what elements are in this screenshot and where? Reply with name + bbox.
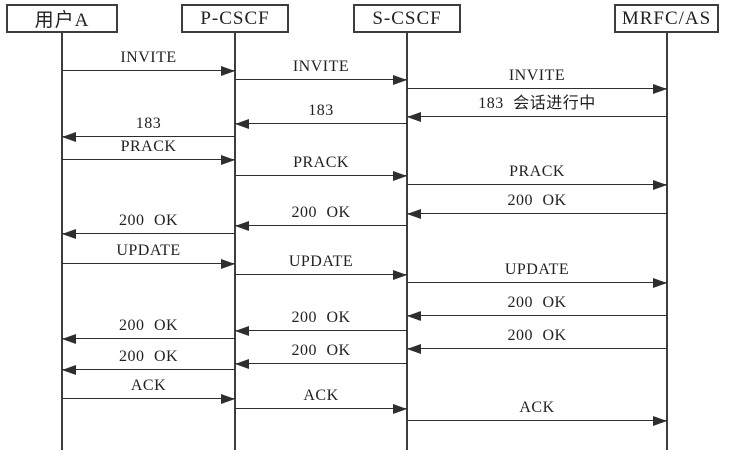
message-label: ACK (130, 377, 167, 394)
arrowhead-icon (407, 112, 421, 122)
message-line (235, 408, 407, 409)
arrowhead-icon (62, 334, 76, 344)
message-line (62, 263, 235, 264)
arrowhead-icon (221, 259, 235, 269)
message-label: UPDATE (288, 253, 354, 270)
arrowhead-icon (653, 278, 667, 288)
participant-box-mrfc: MRFC/AS (614, 4, 719, 33)
message-label: ACK (303, 387, 339, 404)
arrowhead-icon (62, 229, 76, 239)
arrowhead-icon (393, 404, 407, 414)
message-line (407, 116, 667, 117)
message-line (235, 175, 407, 176)
arrowhead-icon (653, 416, 667, 426)
participant-box-scscf: S-CSCF (353, 4, 461, 33)
arrowhead-icon (393, 171, 407, 181)
arrowhead-icon (235, 221, 249, 231)
message-label: PRACK (120, 138, 177, 155)
participant-box-userA: 用户A (6, 4, 118, 33)
message-label: 200 OK (291, 309, 351, 326)
lifeline-scscf (406, 33, 408, 450)
message-label: 200 OK (507, 192, 567, 209)
participant-label-userA: 用户A (34, 10, 90, 31)
message-line (235, 123, 407, 124)
message-line (407, 348, 667, 349)
message-line (62, 338, 235, 339)
message-line (62, 136, 235, 137)
arrowhead-icon (393, 75, 407, 85)
message-label: PRACK (509, 163, 565, 180)
arrowhead-icon (62, 365, 76, 375)
message-label: 183 (308, 102, 334, 119)
message-label: 200 OK (507, 294, 567, 311)
message-label: UPDATE (504, 261, 570, 278)
message-line (62, 233, 235, 234)
arrowhead-icon (221, 66, 235, 76)
message-line (235, 330, 407, 331)
message-line (407, 88, 667, 89)
arrowhead-icon (407, 344, 421, 354)
message-label: INVITE (292, 58, 350, 75)
message-label: 183 (135, 115, 162, 132)
arrowhead-icon (235, 119, 249, 129)
message-line (235, 79, 407, 80)
arrowhead-icon (235, 359, 249, 369)
message-label: 200 OK (291, 342, 351, 359)
lifeline-pcscf (234, 33, 236, 450)
arrowhead-icon (407, 311, 421, 321)
message-line (407, 420, 667, 421)
participant-label-mrfc: MRFC/AS (621, 7, 712, 29)
message-label: UPDATE (116, 242, 181, 259)
message-line (62, 369, 235, 370)
arrowhead-icon (407, 209, 421, 219)
arrowhead-icon (653, 180, 667, 190)
message-line (235, 274, 407, 275)
arrowhead-icon (653, 84, 667, 94)
arrowhead-icon (62, 132, 76, 142)
participant-box-pcscf: P-CSCF (181, 4, 289, 33)
lifeline-mrfc (666, 33, 668, 450)
message-line (407, 282, 667, 283)
participant-label-scscf: S-CSCF (372, 7, 442, 29)
message-label: PRACK (293, 154, 349, 171)
message-label: 200 OK (118, 212, 179, 229)
message-label: 200 OK (118, 348, 179, 365)
arrowhead-icon (221, 155, 235, 165)
message-label: 200 OK (291, 204, 351, 221)
lifeline-userA (61, 33, 63, 450)
arrowhead-icon (221, 394, 235, 404)
arrowhead-icon (393, 270, 407, 280)
message-line (407, 184, 667, 185)
message-line (235, 225, 407, 226)
message-line (407, 315, 667, 316)
message-line (62, 159, 235, 160)
message-line (235, 363, 407, 364)
arrowhead-icon (235, 326, 249, 336)
message-label: 200 OK (507, 327, 567, 344)
message-label: 183 会话进行中 (478, 95, 596, 112)
message-line (62, 398, 235, 399)
participant-label-pcscf: P-CSCF (200, 7, 270, 29)
message-line (407, 213, 667, 214)
message-label: INVITE (120, 49, 177, 66)
message-label: INVITE (508, 67, 566, 84)
message-line (62, 70, 235, 71)
message-label: ACK (519, 399, 555, 416)
message-label: 200 OK (118, 317, 179, 334)
